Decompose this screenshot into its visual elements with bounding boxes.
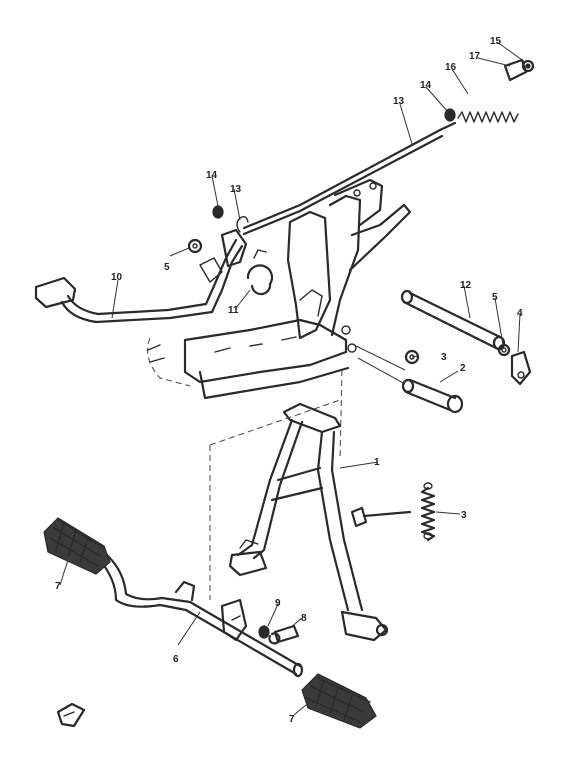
footrest-end-cap bbox=[56, 702, 86, 728]
split-pin bbox=[510, 350, 532, 386]
callout-12: 12 bbox=[460, 280, 472, 291]
pedal-spring bbox=[246, 249, 274, 296]
callout-leaders bbox=[59, 41, 526, 716]
callout-13-rod: 13 bbox=[393, 96, 405, 107]
callout-1: 1 bbox=[374, 457, 380, 468]
brake-rod-spring bbox=[457, 111, 519, 123]
assembly-lines bbox=[209, 369, 343, 600]
callout-4: 4 bbox=[517, 308, 523, 319]
callout-7-right: 7 bbox=[289, 714, 295, 725]
stand-shaft bbox=[400, 289, 506, 351]
callout-11: 11 bbox=[228, 305, 239, 316]
brake-rod-pin bbox=[521, 59, 535, 73]
callout-16: 16 bbox=[445, 62, 457, 73]
footrest-spring-washer bbox=[258, 625, 270, 639]
callout-5-pedal: 5 bbox=[164, 262, 170, 273]
callout-15: 15 bbox=[490, 36, 502, 47]
brake-rod bbox=[242, 121, 457, 236]
cotter-pin bbox=[236, 215, 249, 233]
callout-14-pedal: 14 bbox=[206, 170, 218, 181]
callout-8: 8 bbox=[301, 613, 307, 624]
callout-3-spring: 3 bbox=[461, 510, 467, 521]
pedal-nut bbox=[212, 205, 224, 219]
stand-pivot-bolt bbox=[350, 506, 412, 528]
washer-far-right bbox=[497, 343, 511, 357]
footrest-rubber-left bbox=[43, 517, 111, 575]
frame-section bbox=[147, 178, 412, 400]
brake-rod-joint bbox=[503, 58, 528, 82]
shaft-leader-lines bbox=[353, 344, 406, 385]
stand-collar bbox=[401, 378, 464, 414]
brake-pedal bbox=[34, 228, 248, 324]
callout-17: 17 bbox=[469, 51, 481, 62]
callout-labels: 1 2 3 3 4 5 5 6 7 7 8 9 10 11 12 13 13 1… bbox=[55, 36, 523, 725]
callout-7-left: 7 bbox=[55, 581, 61, 592]
callout-14-rod: 14 bbox=[420, 80, 432, 91]
pedal-washer bbox=[187, 238, 203, 254]
callout-13-pin: 13 bbox=[230, 184, 242, 195]
callout-6: 6 bbox=[173, 654, 179, 665]
callout-3-washer: 3 bbox=[441, 352, 447, 363]
callout-2: 2 bbox=[460, 363, 466, 374]
callout-10: 10 bbox=[111, 272, 123, 283]
stand-spring bbox=[420, 482, 436, 542]
main-stand bbox=[228, 402, 389, 642]
footrest-bolt bbox=[268, 624, 300, 645]
footrest-bar bbox=[98, 554, 304, 678]
callout-5-right: 5 bbox=[492, 292, 498, 303]
footrest-rubber-right bbox=[301, 673, 377, 729]
callout-9: 9 bbox=[275, 598, 281, 609]
